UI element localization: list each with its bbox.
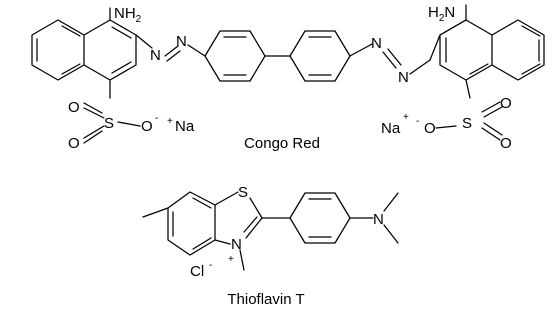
thioflavin-t-structure: S N + N Cl - Thioflavin T: [142, 184, 399, 308]
oxygen-right-1: O: [500, 95, 512, 112]
sulfur-right: S: [462, 115, 472, 132]
biphenyl-ring-2: [289, 30, 373, 82]
congo-red-caption: Congo Red: [244, 135, 320, 152]
nitrogen-dimethylamino: N: [373, 211, 384, 228]
right-azo: [382, 48, 431, 75]
oxygen-right-3: O: [424, 120, 436, 137]
minus-charge-left: -: [155, 113, 158, 124]
dimethylaminophenyl: [261, 192, 399, 244]
sulfur-left: S: [104, 115, 114, 132]
minus-charge-right: -: [416, 116, 419, 127]
right-naphthalene: [429, 4, 545, 99]
azo-n-left-1: N: [150, 47, 161, 64]
thioflavin-t-caption: Thioflavin T: [227, 291, 304, 308]
oxygen-left-2: O: [68, 135, 80, 152]
plus-charge-thioflavin: +: [228, 254, 234, 265]
congo-red-structure: NH2 N N S O O O - + Na H2N N N S O O O -…: [31, 4, 545, 152]
left-naphthalene: [31, 7, 153, 99]
sulfur-thioflavin: S: [238, 184, 248, 201]
oxygen-left-1: O: [68, 99, 80, 116]
nh2-label-left: NH2: [114, 5, 142, 25]
right-sulfonate: [435, 101, 503, 141]
benzothiazole-core: [142, 191, 263, 271]
azo-n-right-1: N: [371, 35, 382, 52]
azo-n-right-2: N: [398, 69, 409, 86]
nitrogen-thiazolium: N: [231, 236, 242, 253]
biphenyl-ring-1: [204, 30, 291, 82]
left-azo: [164, 44, 206, 62]
oxygen-right-2: O: [500, 135, 512, 152]
plus-charge-left: +: [167, 116, 173, 127]
chloride-label: Cl: [190, 263, 204, 280]
sodium-left: Na: [175, 118, 195, 135]
h2n-label-right: H2N: [428, 4, 455, 24]
oxygen-left-3: O: [141, 118, 153, 135]
plus-charge-right: +: [403, 112, 409, 123]
azo-n-left-2: N: [176, 33, 187, 50]
left-sulfonate: [83, 102, 141, 144]
minus-charge-thioflavin: -: [209, 260, 212, 271]
sodium-right: Na: [381, 120, 401, 137]
